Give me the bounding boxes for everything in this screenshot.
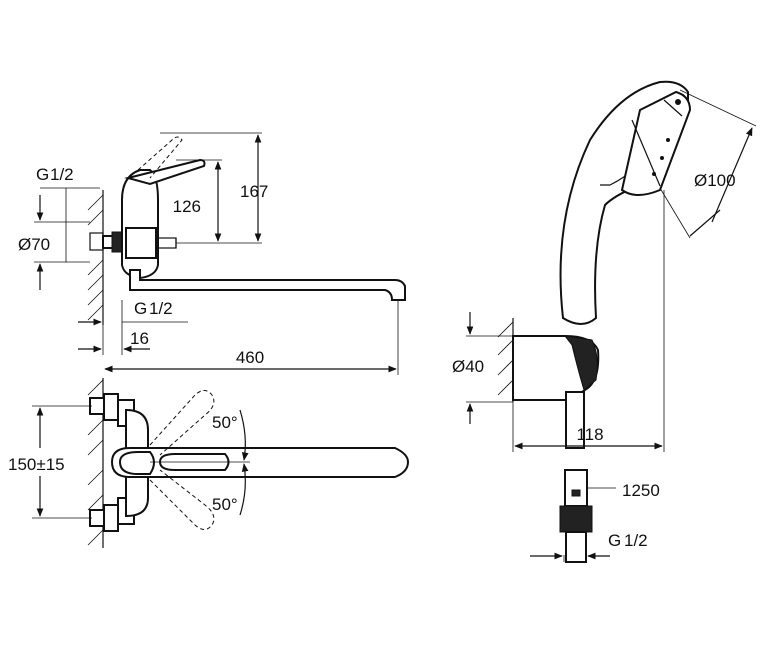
- thread-label-bottom: G: [134, 299, 147, 318]
- swing-range: [149, 390, 250, 530]
- dim-diameter-40: Ø40: [452, 357, 484, 376]
- angle-top: 50°: [212, 413, 238, 432]
- shower-head: [559, 80, 692, 325]
- mixer-top-view: 150±15 50° 50°: [8, 378, 410, 548]
- mixer-lever: [124, 136, 206, 186]
- wall-holder: [497, 318, 600, 449]
- mixer-body-top: [110, 408, 410, 518]
- dim-126: 126: [173, 197, 201, 216]
- dim-118: 118: [576, 425, 603, 444]
- dimension-lines-top: [32, 405, 92, 519]
- thread-fraction: 1/2: [624, 531, 648, 550]
- hose-connector: [559, 469, 593, 563]
- dim-16: 16: [130, 329, 149, 348]
- dimension-lines-shower: [466, 89, 757, 562]
- thread-label: G: [608, 531, 621, 550]
- dim-hose-length: 1250: [622, 481, 660, 500]
- thread-fraction-bottom: 1/2: [149, 299, 173, 318]
- mixer-body: [121, 169, 177, 280]
- wall-side: [87, 190, 104, 325]
- dim-diameter-100: Ø100: [694, 171, 736, 190]
- spout: [129, 269, 406, 301]
- dim-460: 460: [236, 348, 264, 367]
- dim-diameter-70: Ø70: [18, 235, 50, 254]
- thread-fraction-top: 1/2: [50, 165, 74, 184]
- dim-167: 167: [240, 182, 268, 201]
- thread-label-top: G: [36, 165, 49, 184]
- hand-shower-view: Ø100 Ø40 118 1250 G 1/2: [452, 80, 757, 563]
- wall-connector: [89, 231, 123, 253]
- angle-bottom: 50°: [212, 495, 238, 514]
- dim-centers: 150±15: [8, 455, 65, 474]
- mixer-side-view: G 1/2 126 167 Ø70 G 1/2 16 460: [18, 132, 406, 375]
- dimension-lines-side: [34, 132, 399, 375]
